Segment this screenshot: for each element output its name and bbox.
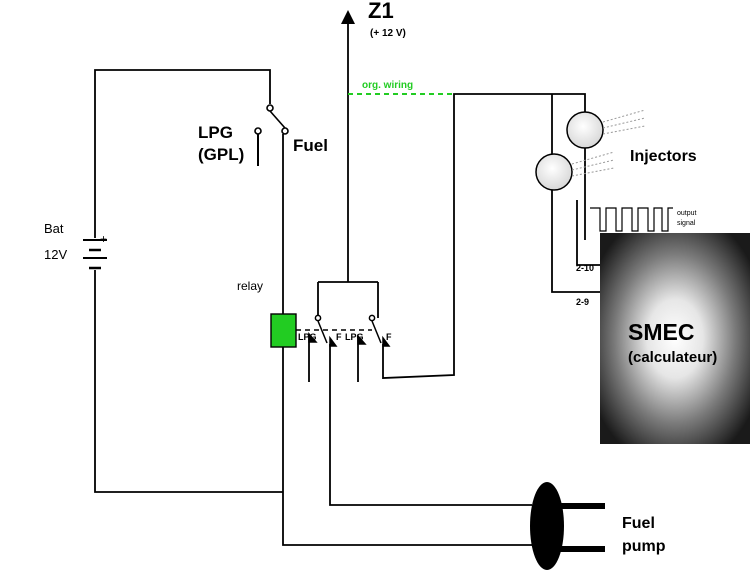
z1-arrow-icon: [341, 10, 355, 24]
battery-voltage-label: 12V: [44, 247, 67, 262]
output-signal-waveform: [590, 207, 673, 232]
output-signal-label-2: signal: [677, 220, 696, 227]
battery-symbol: [83, 239, 107, 270]
injector-icon-lower: [535, 153, 573, 191]
gpl-label: (GPL): [198, 145, 244, 164]
battery-plus-label: +: [100, 232, 107, 246]
z1-voltage-label: (+ 12 V): [370, 28, 406, 39]
smec-label: SMEC: [628, 319, 694, 345]
z1-label: Z1: [368, 0, 394, 23]
pin-2-10-label: 2-10: [576, 263, 594, 273]
injector-icon-upper: [566, 111, 604, 149]
lpg-label: LPG: [198, 123, 233, 142]
fuel-pump-label-1: Fuel: [622, 515, 655, 532]
fuel-label: Fuel: [293, 136, 328, 155]
fuel-selector-switch: [254, 104, 289, 166]
relay-label: relay: [237, 279, 263, 293]
fuel-pump-terminals: [560, 503, 605, 552]
injector-wires: [551, 94, 600, 293]
relay-coil-wire: [282, 134, 532, 546]
z1-feed: [317, 22, 379, 318]
relay-contact-2: [357, 93, 586, 382]
relay-lpg-label-1: LPG: [298, 332, 317, 342]
injectors-label: Injectors: [630, 148, 697, 165]
output-signal-label-1: output: [677, 210, 697, 217]
pin-2-9-label: 2-9: [576, 297, 589, 307]
relay-f-label-1: F: [336, 332, 342, 342]
battery-label: Bat: [44, 221, 64, 236]
fuel-pump-icon: [530, 482, 564, 570]
fuel-pump-label-2: pump: [622, 538, 666, 555]
smec-subtitle: (calculateur): [628, 349, 717, 366]
smec-ecu-box: [600, 233, 750, 444]
injector-spray-icon: [571, 109, 646, 177]
relay-f-label-2: F: [386, 332, 392, 342]
battery-loop-wire: [94, 69, 283, 493]
relay-lpg-label-2: LPG: [345, 332, 364, 342]
relay-contact-1: [308, 314, 532, 506]
org-wiring-label: org. wiring: [362, 80, 413, 91]
relay-coil: [270, 313, 297, 348]
